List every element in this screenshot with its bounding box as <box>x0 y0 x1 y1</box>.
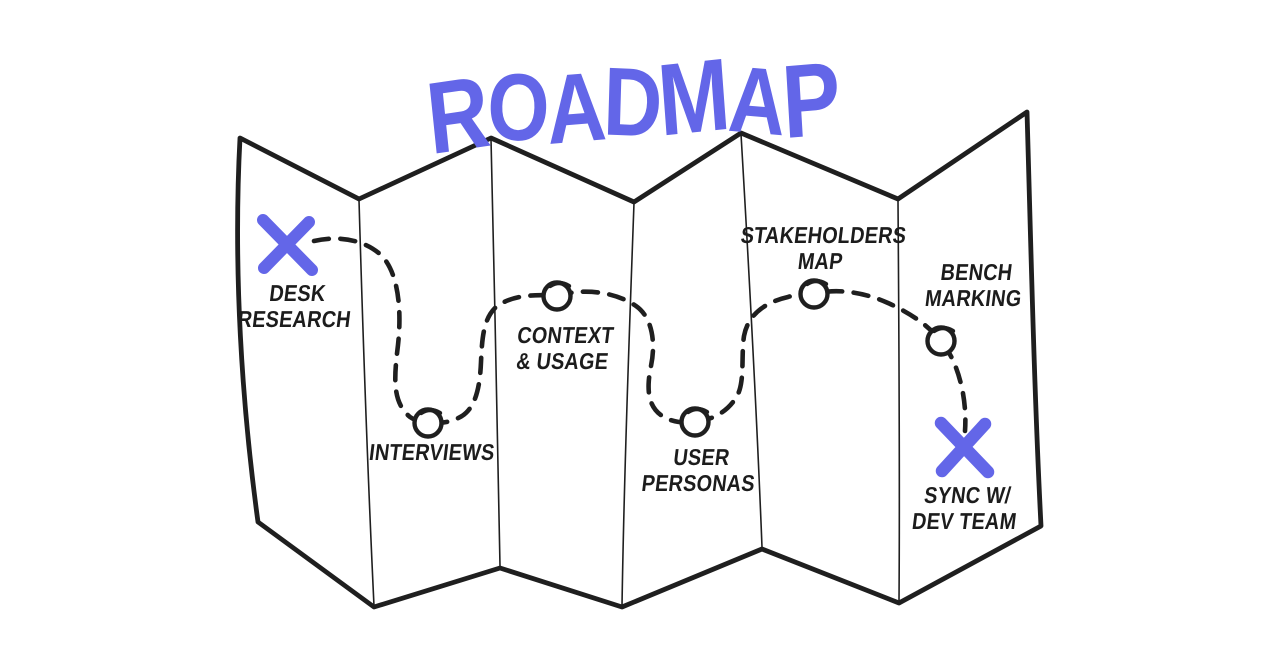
x-stroke <box>935 417 992 478</box>
x-marker-sync-dev-team <box>934 416 995 479</box>
title-letter: O <box>485 53 549 163</box>
waypoint-curl <box>418 407 443 416</box>
waypoint-curl <box>804 278 829 287</box>
map-outline <box>235 109 1044 610</box>
fold-crease <box>358 199 375 607</box>
waypoint-curl <box>547 280 572 289</box>
label-sync-dev-team: SYNC W/ DEV TEAM <box>910 481 1019 534</box>
title-letter: P <box>779 40 842 162</box>
title-letter: A <box>542 50 607 165</box>
fold-creases <box>358 133 901 607</box>
title-letter: R <box>421 54 493 177</box>
title-letter: D <box>602 45 662 158</box>
fold-crease <box>490 138 501 567</box>
fold-crease <box>740 133 763 548</box>
waypoint-curl <box>931 325 956 334</box>
title-letter: M <box>654 36 732 158</box>
fold-crease <box>897 200 901 603</box>
x-stroke <box>258 216 315 274</box>
label-user-personas: USER PERSONAS <box>640 443 757 496</box>
label-stakeholders-map: STAKEHOLDERS MAP <box>739 221 908 274</box>
fold-crease <box>621 202 635 607</box>
label-desk-research: DESK RESEARCH <box>236 279 353 332</box>
x-marker-desk-research <box>257 214 318 276</box>
route-waypoints <box>412 278 957 439</box>
label-bench-marking: BENCH MARKING <box>923 258 1024 311</box>
title-letter: A <box>726 45 787 155</box>
label-interviews: INTERVIEWS <box>367 438 497 465</box>
route-dashed-path <box>311 236 968 434</box>
waypoint-curl <box>685 406 710 415</box>
label-context-usage: CONTEXT & USAGE <box>514 321 616 374</box>
